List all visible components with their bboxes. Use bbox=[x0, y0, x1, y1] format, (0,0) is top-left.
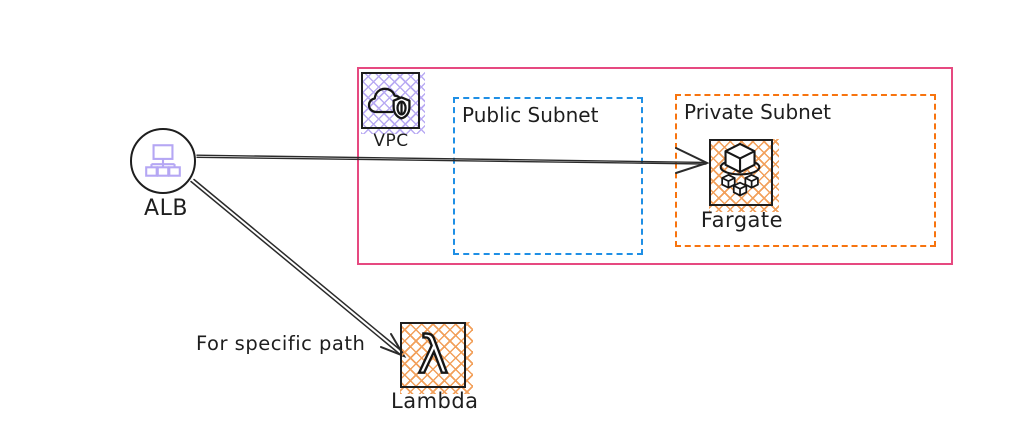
vpc-node bbox=[361, 72, 425, 134]
fargate-node bbox=[709, 139, 779, 212]
alb-label: ALB bbox=[144, 196, 188, 221]
alb-node bbox=[130, 128, 196, 194]
vpc-cloud-shield-icon bbox=[367, 87, 411, 120]
vpc-boundary-box bbox=[357, 67, 953, 265]
public-subnet-label: Public Subnet bbox=[462, 103, 599, 127]
svg-text:λ: λ bbox=[418, 326, 449, 385]
lambda-icon: λ bbox=[416, 325, 449, 385]
private-subnet-box: Private Subnet bbox=[675, 94, 936, 247]
fargate-label: Fargate bbox=[700, 208, 784, 232]
lambda-label: Lambda bbox=[391, 389, 479, 413]
load-balancer-icon bbox=[145, 144, 181, 177]
vpc-label: VPC bbox=[373, 131, 409, 151]
private-subnet-label: Private Subnet bbox=[684, 100, 831, 124]
edge-annotation: For specific path bbox=[196, 332, 366, 355]
public-subnet-box: Public Subnet bbox=[453, 97, 643, 255]
fargate-containers-icon bbox=[719, 142, 761, 197]
lambda-node: λ bbox=[400, 322, 473, 394]
